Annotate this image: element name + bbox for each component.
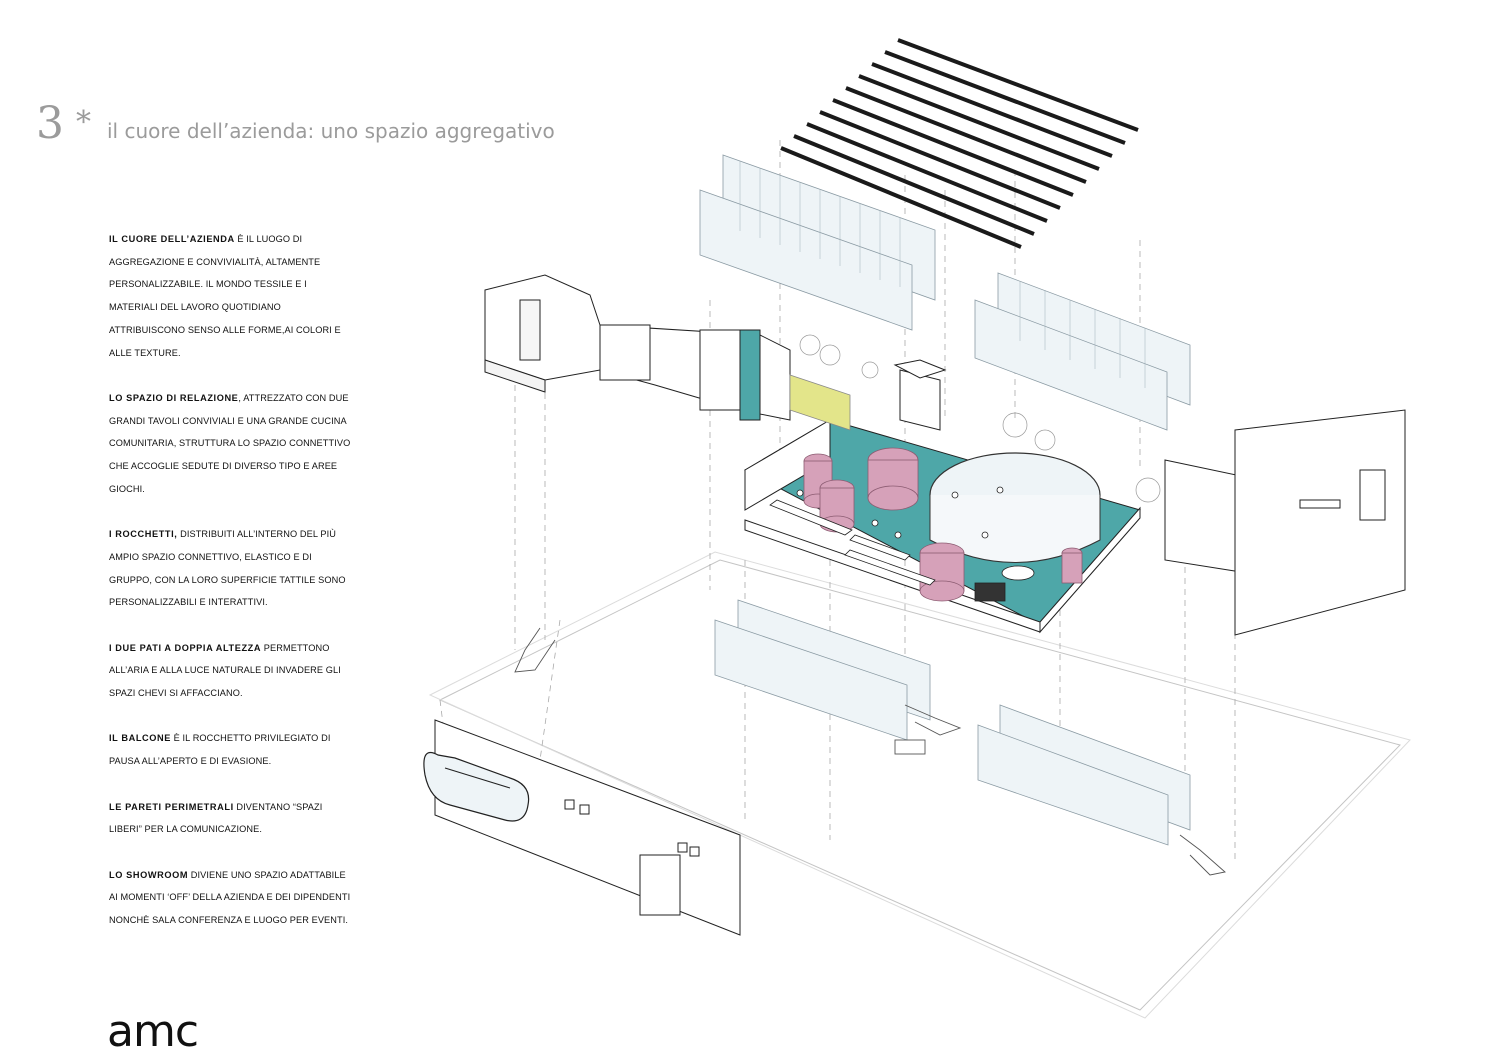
paragraph-heading: IL BALCONE (109, 733, 171, 744)
paragraph-text: È IL ROCCHETTO PRIVILEGIATO DI PAUSA ALL… (109, 733, 331, 767)
paragraph-text: DIVIENE UNO SPAZIO ADATTABILE AI MOMENTI… (109, 869, 351, 925)
paragraph-showroom: LO SHOWROOM DIVIENE UNO SPAZIO ADATTABIL… (109, 864, 354, 932)
description-column: IL CUORE DELL’AZIENDA È IL LUOGO DI AGGR… (109, 228, 354, 954)
paragraph-heading: LO SPAZIO DI RELAZIONE (109, 392, 239, 403)
section-number: 3 (36, 98, 64, 149)
section-title: il cuore dell’azienda: uno spazio aggreg… (107, 119, 555, 143)
upper-floor-block (484, 274, 1406, 636)
paragraph-text: , ATTREZZATO CON DUE GRANDI TAVOLI CONVI… (109, 392, 351, 494)
glass-courtyard (929, 452, 1101, 563)
paragraph-text: DISTRIBUITI ALL’INTERNO DEL PIÙ AMPIO SP… (109, 529, 346, 608)
paragraph-pareti: LE PARETI PERIMETRALI DIVENTANO “SPAZI L… (109, 796, 354, 841)
roof-structure (780, 38, 1139, 249)
page-header: 3 * il cuore dell’azienda: uno spazio ag… (36, 98, 555, 149)
planting-screen (789, 374, 851, 431)
paragraph-relazione: LO SPAZIO DI RELAZIONE, ATTREZZATO CON D… (109, 387, 354, 501)
paragraph-cuore: IL CUORE DELL’AZIENDA È IL LUOGO DI AGGR… (109, 228, 354, 364)
paragraph-heading: I DUE PATI A DOPPIA ALTEZZA (109, 642, 262, 653)
ground-floor-plane (428, 551, 1411, 1019)
trees (799, 334, 1161, 503)
showroom-wall (434, 719, 741, 936)
upper-glazing-mullions (739, 161, 1146, 388)
paragraph-heading: LE PARETI PERIMETRALI (109, 801, 234, 812)
paragraph-heading: LO SHOWROOM (109, 869, 189, 880)
paragraph-text: PERMETTONO ALL’ARIA E ALLA LUCE NATURALE… (109, 642, 341, 699)
paragraph-heading: I ROCCHETTI, (109, 529, 178, 540)
furniture (769, 486, 1035, 602)
paragraph-text: DIVENTANO “SPAZI LIBERI” PER LA COMUNICA… (109, 801, 323, 835)
lower-glazing (714, 599, 1191, 846)
stairs (514, 627, 1226, 876)
upper-glazing (699, 154, 1191, 431)
paragraph-heading: IL CUORE DELL’AZIENDA (109, 234, 235, 244)
amc-logo: amc (107, 1006, 199, 1057)
balcone (423, 751, 530, 822)
paragraph-pati: I DUE PATI A DOPPIA ALTEZZA PERMETTONO A… (109, 637, 354, 705)
paragraph-text: È IL LUOGO DI AGGREGAZIONE E CONVIVIALIT… (109, 234, 341, 358)
paragraph-rocchetti: I ROCCHETTI, DISTRIBUITI ALL’INTERNO DEL… (109, 523, 354, 614)
paragraph-balcone: IL BALCONE È IL ROCCHETTO PRIVILEGIATO D… (109, 727, 354, 772)
section-star: * (76, 105, 91, 140)
